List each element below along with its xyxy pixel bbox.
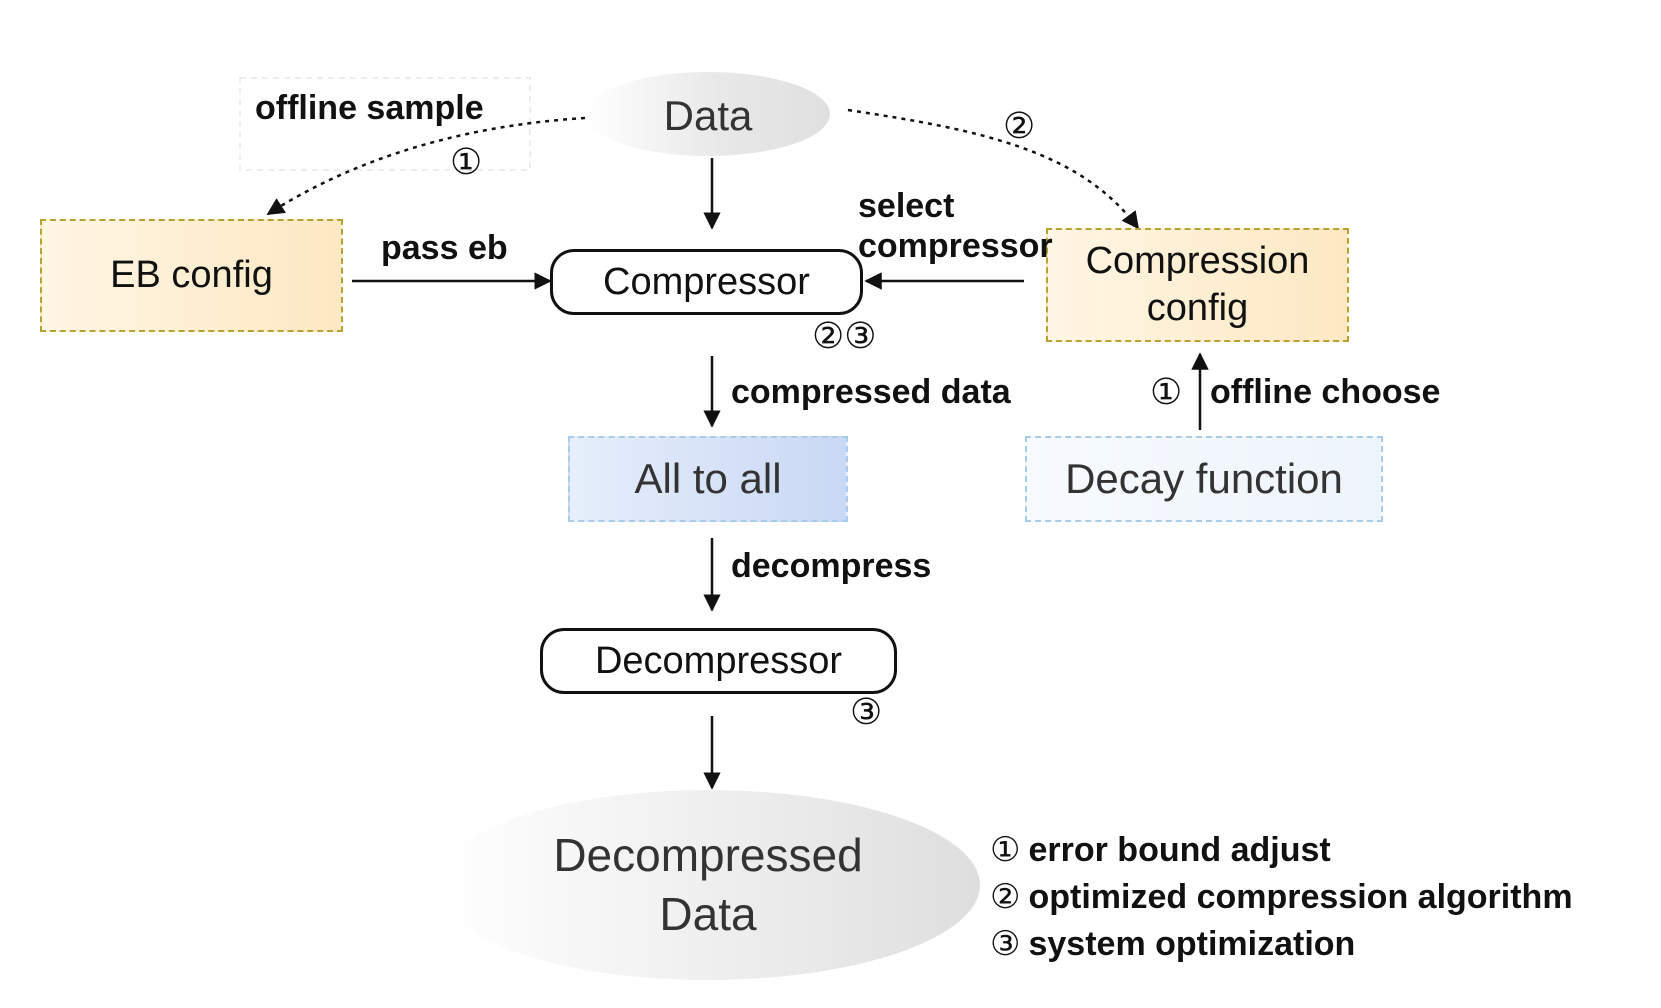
compressor-node: Compressor xyxy=(550,249,863,315)
compression-config-node: Compression config xyxy=(1046,228,1349,342)
eb-config-node: EB config xyxy=(40,219,343,332)
all-to-all-node: All to all xyxy=(568,436,848,522)
select-compressor-label-2: compressor xyxy=(858,227,1053,265)
offline-choose-label: offline choose xyxy=(1210,373,1441,411)
legend-text-3: system optimization xyxy=(1028,925,1356,963)
select-compressor-label-1: select xyxy=(858,187,955,225)
compressed-data-label: compressed data xyxy=(731,373,1011,411)
pass-eb-label: pass eb xyxy=(381,229,508,267)
legend-num-3: ③ xyxy=(990,925,1021,963)
legend-text-2: optimized compression algorithm xyxy=(1028,878,1573,916)
data-ellipse-shape xyxy=(586,72,830,156)
compression-config-label-2: config xyxy=(1146,287,1249,329)
data-node-label: Data xyxy=(663,92,753,139)
compression-config-label-1: Compression xyxy=(1085,239,1310,282)
decompressed-label-2: Data xyxy=(659,888,757,940)
legend-num-1: ① xyxy=(990,831,1021,869)
offline-sample-box xyxy=(239,77,531,171)
data-node: Data xyxy=(588,78,828,154)
offline-sample-label: offline sample xyxy=(255,89,484,127)
decompressor-label: Decompressor xyxy=(594,639,843,682)
arrow-data-to-eb xyxy=(266,116,586,216)
decay-function-node: Decay function xyxy=(1025,436,1383,522)
decompressed-ellipse-shape xyxy=(436,790,980,980)
marker-three-decompressor: ③ xyxy=(850,691,883,732)
decay-function-label: Decay function xyxy=(1065,455,1343,502)
decompressor-node: Decompressor xyxy=(540,628,897,694)
legend-num-2: ② xyxy=(990,878,1021,916)
marker-two-three-compressor: ②③ xyxy=(812,315,877,356)
decompressed-data-node: Decompressed Data xyxy=(436,790,980,980)
eb-config-label: EB config xyxy=(110,254,273,296)
compressor-label: Compressor xyxy=(603,260,810,303)
all-to-all-label: All to all xyxy=(634,455,782,502)
marker-two-data-config: ② xyxy=(1003,105,1036,146)
marker-one-offline-choose: ① xyxy=(1150,371,1183,412)
decompress-label: decompress xyxy=(731,547,932,585)
decompressed-label-1: Decompressed xyxy=(553,829,863,882)
legend-text-1: error bound adjust xyxy=(1028,831,1331,869)
marker-one-offline-sample: ① xyxy=(450,141,483,182)
